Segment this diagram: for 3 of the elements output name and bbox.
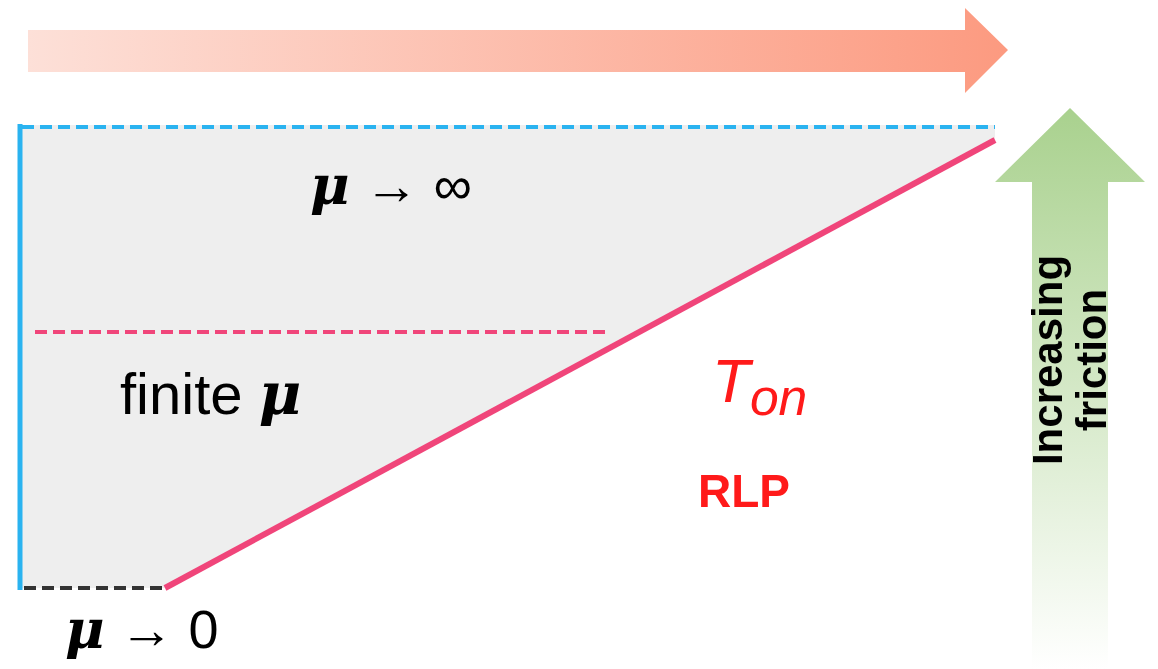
axis-label: Increasing friction xyxy=(1025,253,1115,468)
curve-label: RLP xyxy=(698,468,790,514)
curve-label: T$_{on}$ xyxy=(712,350,808,425)
